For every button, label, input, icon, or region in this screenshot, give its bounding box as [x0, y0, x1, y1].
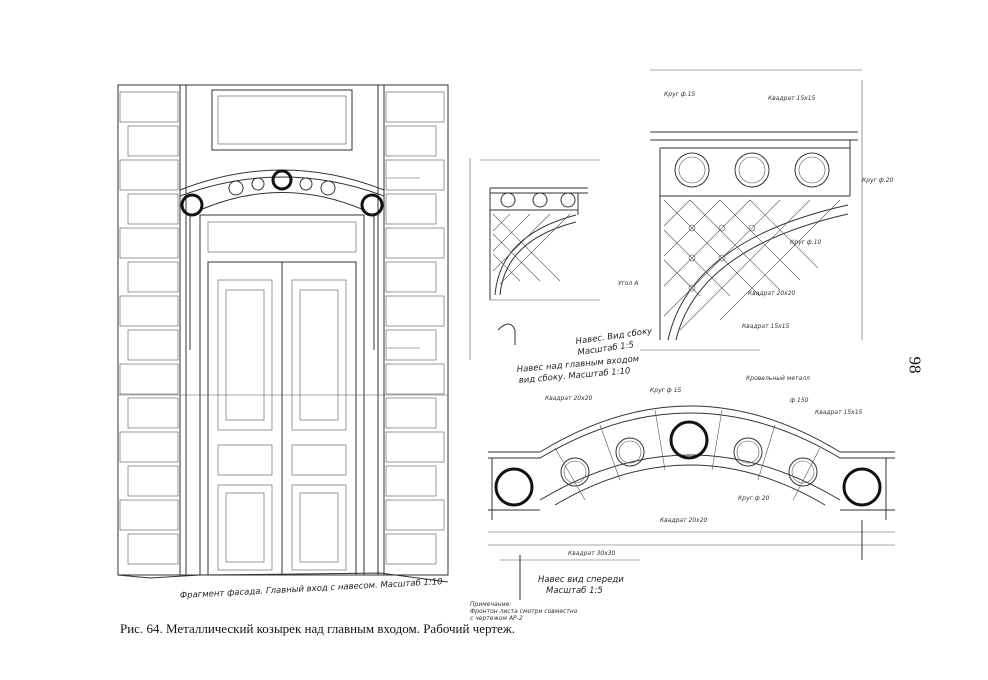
- side-view-large: Круг ф.15 Квадрат 15х15 Круг ф.20 Круг ф…: [575, 69, 894, 358]
- note-line-1: Примечание:: [470, 601, 511, 608]
- front-kvadrat2020: Квадрат 20х20: [545, 395, 593, 402]
- figure-caption: Рис. 64. Металлический козырек над главн…: [120, 621, 516, 636]
- front-krovel: Кровельный металл: [746, 375, 810, 382]
- front-title-1: Навес вид спереди: [538, 575, 624, 585]
- side-large-kvadrat20: Квадрат 20х20: [748, 290, 796, 297]
- note-line-3: с чертежом АР-2: [470, 615, 523, 622]
- front-kvadrat2020b: Квадрат 20х20: [660, 517, 708, 524]
- side-large-lattice: [663, 199, 841, 331]
- side-large-kvadrat-top: Квадрат 15х15: [768, 95, 816, 102]
- facade-canopy: [179, 169, 385, 350]
- front-f150: ф 150: [790, 397, 809, 404]
- facade-title: Фрагмент фасада. Главный вход с навесом.…: [180, 577, 443, 601]
- side-large-kvadrat15: Квадрат 15х15: [742, 323, 790, 330]
- side-large-krug20: Круг ф.20: [862, 177, 894, 184]
- front-view: Круг ф 15 Кровельный металл Квадрат 20х2…: [470, 375, 895, 622]
- front-rings: [494, 420, 882, 507]
- side-large-ugol: Угол А: [618, 280, 638, 287]
- front-krug15: Круг ф 15: [650, 387, 682, 394]
- front-kvadrat1515: Квадрат 15х15: [815, 409, 863, 416]
- front-title-2: Масштаб 1:5: [546, 586, 603, 596]
- front-kvadrat3030: Квадрат 30х30: [568, 550, 616, 557]
- right-pilaster: [377, 85, 445, 575]
- side-large-rings: [674, 152, 830, 188]
- side-large-krug10: Круг ф.10: [790, 239, 822, 246]
- left-pilaster: [119, 85, 187, 575]
- side-large-krug-top: Круг ф.15: [664, 91, 696, 98]
- note-line-2: Фронтон листа смотри совместно: [470, 608, 578, 615]
- facade-drawing: Фрагмент фасада. Главный вход с навесом.…: [117, 84, 449, 601]
- page-number: 98: [905, 356, 925, 374]
- front-krug20: Круг ф 20: [738, 495, 770, 502]
